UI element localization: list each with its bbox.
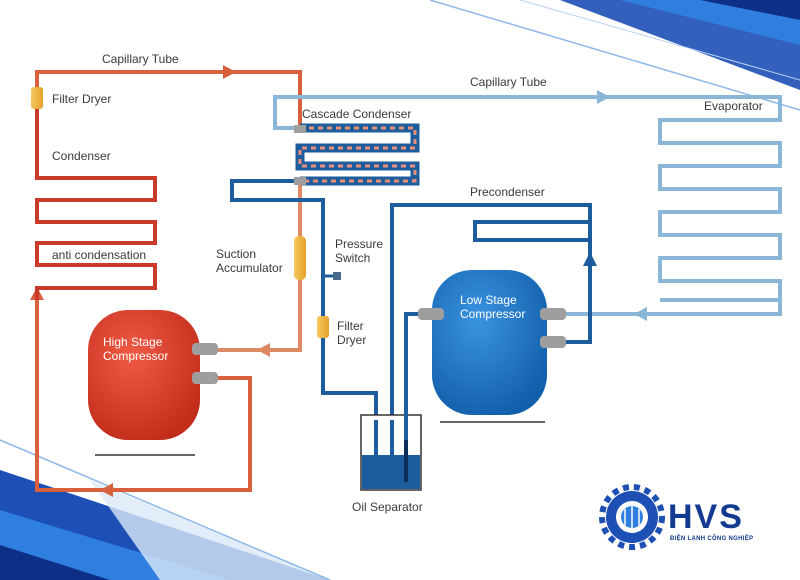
- corner-decoration-top-right: [429, 0, 800, 111]
- brand-name: HVS: [668, 498, 744, 536]
- high-stage-label-1: High Stage: [103, 335, 163, 349]
- arrow-evap-return: [634, 307, 647, 321]
- suction-accumulator: [294, 236, 306, 280]
- condenser-coil: [35, 100, 157, 300]
- low-stage-discharge-line: [564, 258, 592, 344]
- cascade-joint-bottom: [294, 177, 306, 185]
- arrow-low-discharge-up: [583, 252, 597, 266]
- suction-label-2: Accumulator: [216, 261, 283, 275]
- filter-dryer-left-label: Filter Dryer: [52, 92, 111, 106]
- oil-level: [362, 455, 420, 489]
- evaporator-coil: [658, 95, 782, 302]
- pressure-label-1: Pressure: [335, 237, 383, 251]
- capillary-tube-right: [273, 95, 660, 130]
- capillary-tube-left-label: Capillary Tube: [102, 52, 179, 66]
- high-stage-discharge-line: [35, 300, 252, 492]
- filter-dryer-right-label-2: Dryer: [337, 333, 366, 347]
- high-stage-compressor: [88, 310, 218, 456]
- filter-dryer-right-label-1: Filter: [337, 319, 364, 333]
- arrow-capillary-right: [597, 90, 610, 104]
- evaporator-return-line: [564, 300, 782, 316]
- oil-separator-label: Oil Separator: [352, 500, 423, 514]
- cascade-condenser-inner: [298, 126, 417, 183]
- low-stage-compressor: [418, 270, 566, 423]
- cascade-joint-top: [294, 125, 306, 133]
- evaporator-label: Evaporator: [704, 99, 763, 113]
- anti-condensation-label: anti condensation: [52, 248, 146, 262]
- arrow-capillary-left: [223, 65, 236, 79]
- low-stage-label-2: Compressor: [460, 307, 525, 321]
- cascade-condenser-coil: [295, 123, 420, 186]
- pressure-switch: [333, 272, 341, 280]
- capillary-tube-right-label: Capillary Tube: [470, 75, 547, 89]
- cascade-to-oilsep-line: [230, 179, 378, 440]
- high-stage-label-2: Compressor: [103, 349, 168, 363]
- pressure-label-2: Switch: [335, 251, 370, 265]
- condenser-label: Condenser: [52, 149, 111, 163]
- suction-label-1: Suction: [216, 247, 256, 261]
- precondenser-label: Precondenser: [470, 185, 545, 199]
- arrow-suction-left: [257, 343, 270, 357]
- low-stage-label-1: Low Stage: [460, 293, 517, 307]
- cascade-condenser-label: Cascade Condenser: [302, 107, 411, 121]
- capillary-tube-left: [35, 70, 302, 130]
- arrow-discharge-left: [100, 483, 113, 497]
- hvs-logo: HVS ĐIỆN LẠNH CÔNG NGHIỆP: [599, 484, 753, 550]
- filter-dryer-right: [317, 316, 329, 338]
- filter-dryer-left: [31, 87, 43, 109]
- corner-decoration-bottom-left: [0, 439, 331, 580]
- brand-tagline: ĐIỆN LẠNH CÔNG NGHIỆP: [670, 534, 753, 542]
- gear-icon: [599, 484, 665, 550]
- precondenser-coil: [390, 203, 592, 420]
